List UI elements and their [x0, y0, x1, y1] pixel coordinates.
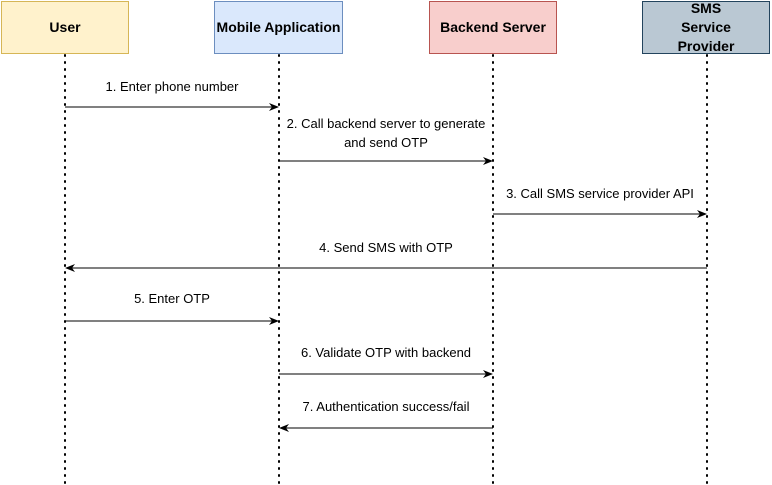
participant-backend-server: Backend Server [429, 1, 557, 54]
participant-mobile-application: Mobile Application [214, 1, 343, 54]
message-label-4: 4. Send SMS with OTP [319, 240, 453, 255]
message-label-3: 3. Call SMS service provider API [506, 186, 694, 201]
participant-label: Mobile Application [216, 19, 341, 35]
participant-label: Backend Server [440, 19, 546, 35]
participant-label: SMS Service Provider [677, 0, 735, 54]
message-label-2: 2. Call backend server to generate and s… [286, 116, 486, 150]
participant-user: User [1, 1, 129, 54]
message-label-6: 6. Validate OTP with backend [300, 345, 472, 360]
participant-label: User [49, 19, 81, 35]
message-label-5: 5. Enter OTP [134, 291, 210, 306]
participant-sms-service-provider: SMS Service Provider [642, 0, 770, 54]
message-label-1: 1. Enter phone number [105, 79, 239, 94]
message-label-7: 7. Authentication success/fail [302, 399, 470, 414]
